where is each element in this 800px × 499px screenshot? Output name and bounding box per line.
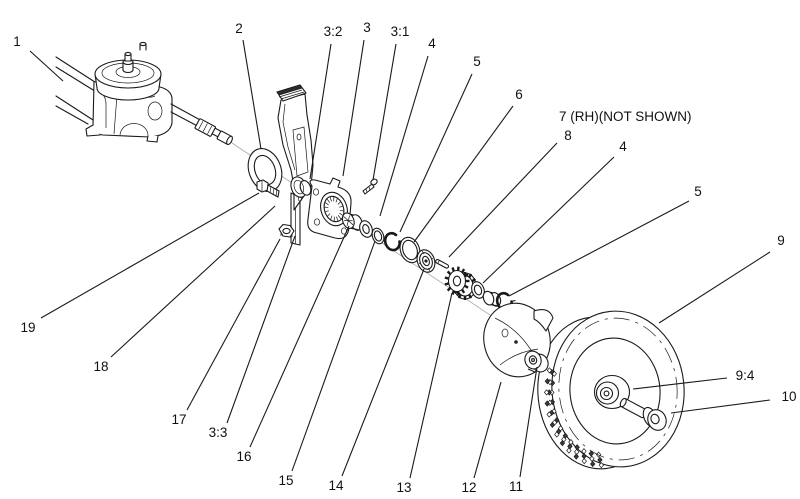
drive-pin [435,259,450,269]
leader-line-11 [519,366,538,478]
cover-hub-bearing [524,350,549,373]
callout-label-6: 6 [515,87,523,102]
leader-line-16 [249,225,350,448]
callout-label-5a: 5 [473,54,481,69]
callout-label-8: 8 [564,128,572,143]
leader-line-2 [242,39,262,150]
callout-label-3-2: 3:2 [324,24,343,39]
callout-label-14: 14 [328,478,344,493]
output-shaft [170,103,233,146]
leader-line-5b [508,200,690,297]
callout-label-9: 9 [777,233,785,248]
leader-line-8 [448,142,558,258]
callout-label-16: 16 [236,449,251,464]
tread-knurl [543,367,605,469]
callout-label-11: 11 [509,479,523,494]
adjuster-arm [276,84,314,211]
ball-bearing-assembly [416,249,436,273]
leader-line-12 [473,381,502,479]
callout-label-2: 2 [235,21,243,36]
callout-label-15: 15 [278,473,293,488]
thrust-washer-outer [471,281,485,299]
arm-bushing [290,176,312,198]
spacer-washer [371,227,385,245]
carriage-bolt [256,179,280,198]
callout-label-9-4: 9:4 [736,368,755,383]
hub-cap [593,374,631,410]
drive-ring [399,236,421,264]
leader-line-15 [291,240,376,472]
leader-line-13 [409,292,453,479]
callout-label-3-1: 3:1 [391,24,410,39]
leader-line-17 [186,238,281,411]
gear-cover [483,302,554,378]
callout-label-3-3: 3:3 [209,425,228,440]
leader-line-3 [342,39,365,177]
callout-label-4a: 4 [428,36,436,51]
thrust-washer-inner [359,220,373,238]
leader-line-14 [341,268,425,477]
gear-case [307,177,354,240]
callout-label-1: 1 [13,34,21,49]
callout-label-12: 12 [461,480,476,495]
leader-line-6 [413,105,514,243]
callout-label-18: 18 [93,359,108,374]
gearbox-assembly [55,41,233,146]
callout-label-7: 7 (RH)(NOT SHOWN) [559,109,692,124]
leader-line-3-1 [372,43,397,181]
callout-label-4b: 4 [619,139,627,154]
callout-label-3: 3 [363,20,371,35]
leader-line-3-2 [309,43,332,180]
axle-bolt [619,397,667,431]
wheel [537,310,685,470]
callout-label-13: 13 [396,480,411,495]
leader-line-5a [399,73,473,233]
case-screw [362,178,378,195]
leader-line-4a [379,55,429,217]
leader-line-19 [40,192,260,319]
leader-line-1 [29,50,64,82]
callout-label-5b: 5 [694,184,702,199]
callout-label-17: 17 [171,412,186,427]
hex-nut [278,223,295,238]
frame-tube [55,56,99,125]
drive-bearing [341,212,363,231]
pinion-gear [444,266,477,300]
height-adjuster-teeth [276,84,307,102]
leader-line-10 [670,399,771,414]
pulley-stud [139,41,147,51]
leader-line-9 [658,251,771,324]
callout-label-10: 10 [781,389,796,404]
leader-line-3-3 [226,235,296,424]
drive-pulley [94,51,162,101]
leader-line-4b [482,156,615,284]
leader-line-18 [110,205,276,358]
leader-line-9-4 [632,377,728,390]
callout-label-19: 19 [20,320,35,335]
